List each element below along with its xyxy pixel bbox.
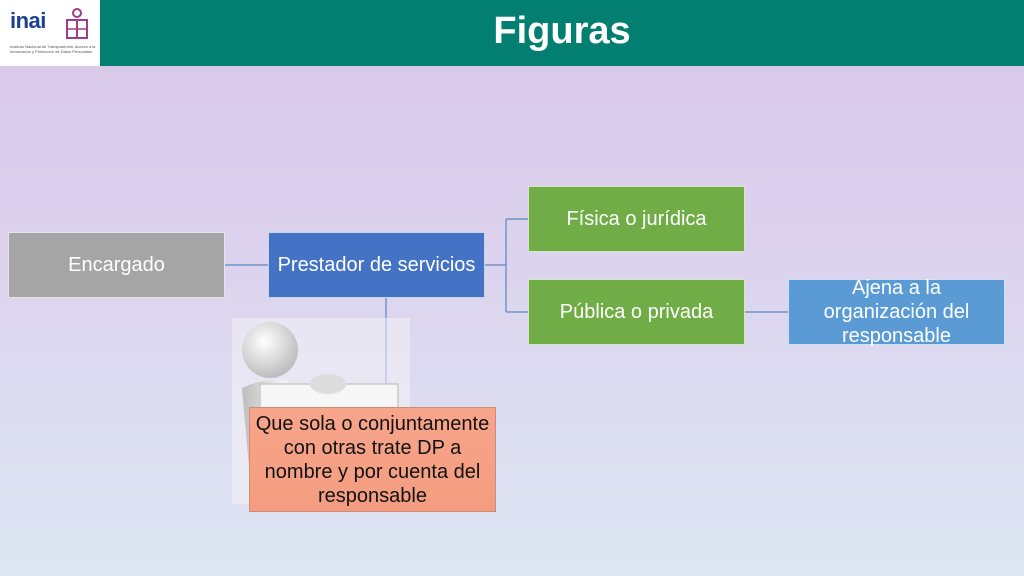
node-prestador-de-servicios: Prestador de servicios xyxy=(268,232,485,298)
logo-text: inai xyxy=(10,8,46,33)
page-title: Figuras xyxy=(493,10,631,52)
header-bar: inai Instituto Nacional de Transparencia… xyxy=(0,0,1024,66)
logo-subtitle: Instituto Nacional de Transparencia, Acc… xyxy=(10,44,96,54)
logo: inai Instituto Nacional de Transparencia… xyxy=(0,0,100,66)
node-publica-o-privada: Pública o privada xyxy=(528,279,745,345)
node-encargado: Encargado xyxy=(8,232,225,298)
node-fisica-o-juridica: Física o jurídica xyxy=(528,186,745,252)
node-definicion-encargado: Que sola o conjuntamente con otras trate… xyxy=(249,407,496,512)
inai-logo-icon xyxy=(66,8,88,39)
node-ajena-a-la-organizacion: Ajena a la organización del responsable xyxy=(788,277,1005,347)
